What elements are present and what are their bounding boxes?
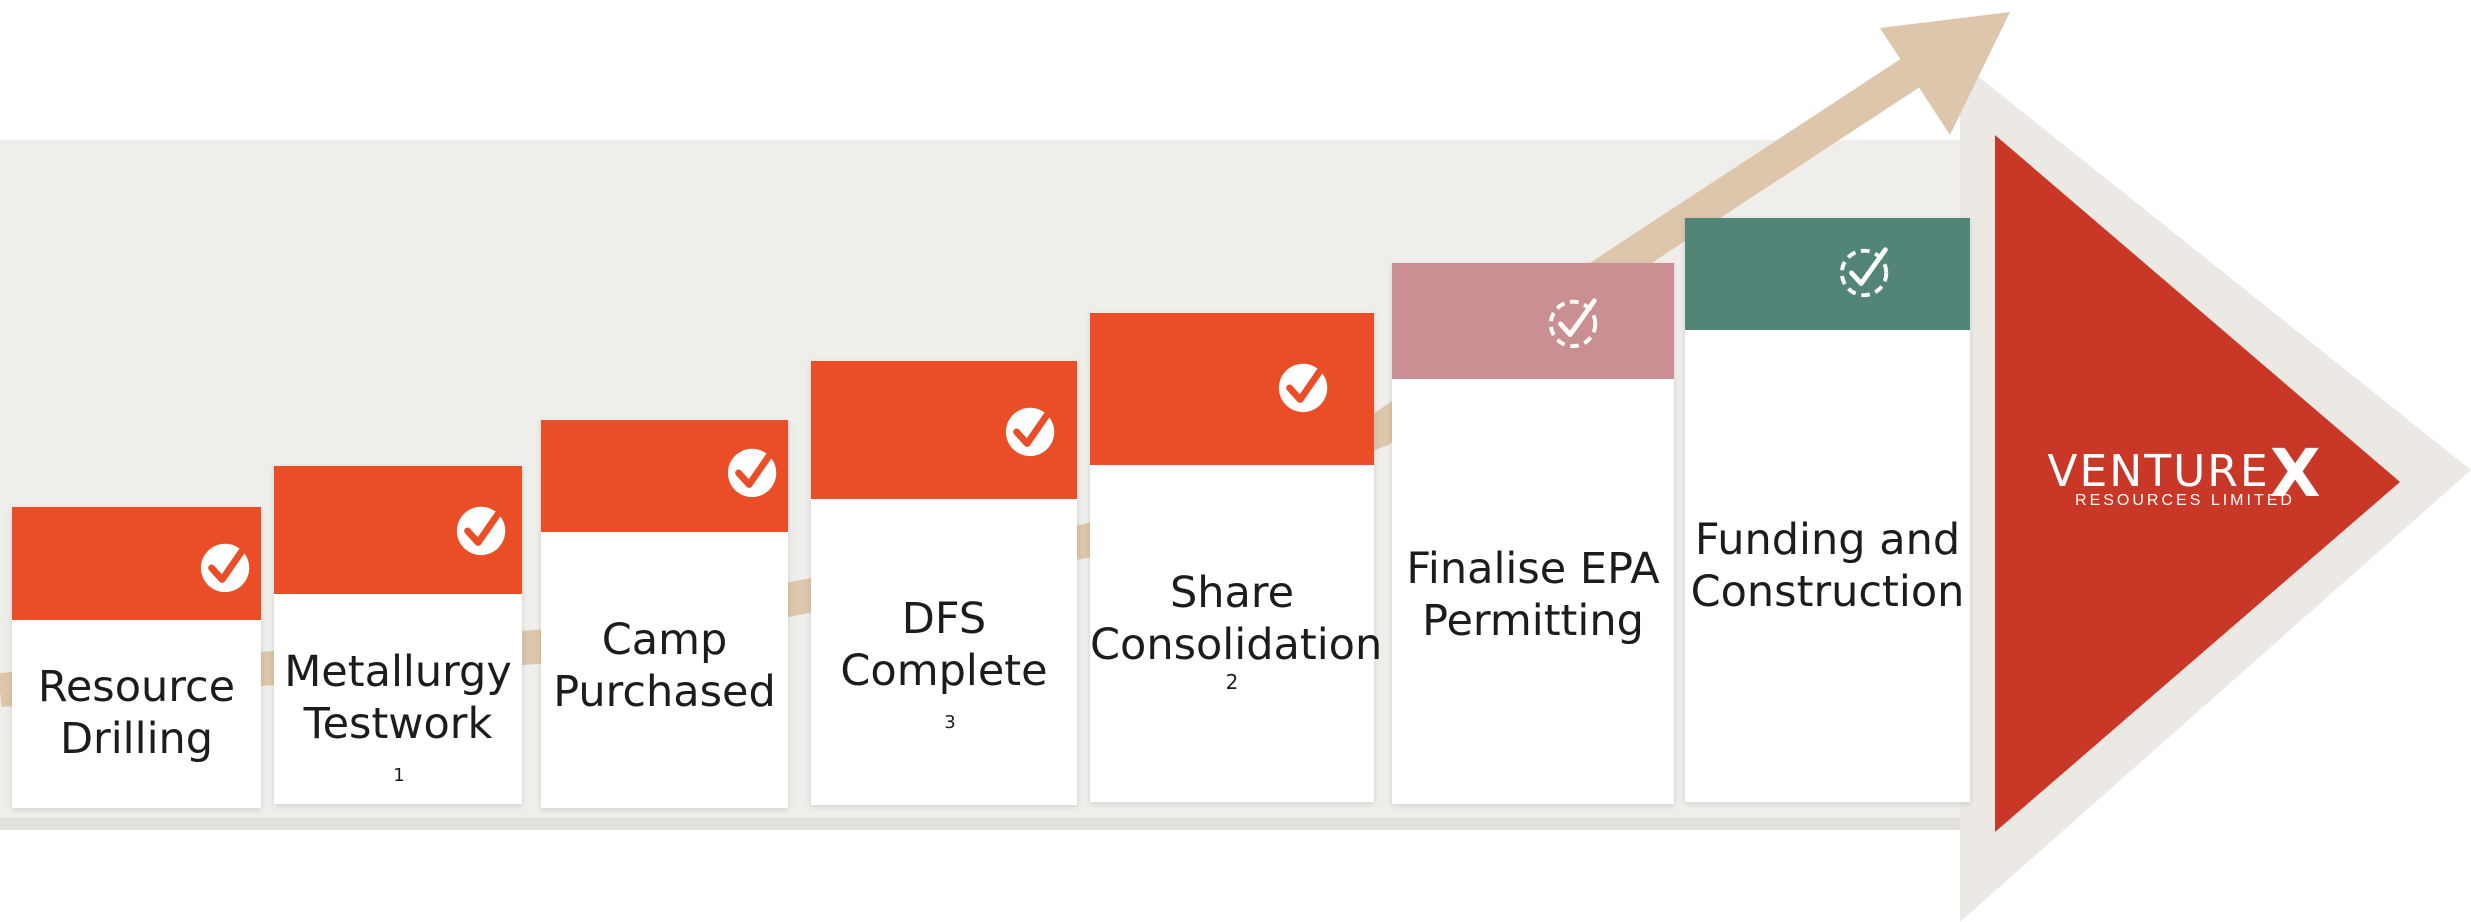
- footnote-marker: 1: [393, 765, 405, 786]
- trend-arrow-head: [1880, 12, 2010, 135]
- step-camp-purchased: Camp Purchased: [541, 420, 788, 808]
- logo-wordmark: VENTUREX: [2047, 435, 2323, 512]
- step-label: Share Consolidation 2: [1090, 567, 1383, 694]
- step-status-band: [1392, 263, 1674, 379]
- arrow-head-red: [1995, 135, 2400, 832]
- dashed-check-icon: [1839, 247, 1889, 298]
- step-status-band: [1685, 218, 1970, 330]
- step-label-line1: Camp: [601, 615, 728, 665]
- step-label: Camp Purchased: [541, 614, 788, 718]
- venturex-logo: VENTUREX RESOURCES LIMITED: [2010, 435, 2360, 512]
- check-circle-icon: [1278, 361, 1328, 413]
- step-label-line2: Permitting: [1422, 596, 1644, 646]
- step-label-line2: Purchased: [553, 667, 776, 717]
- step-label-line1: Share: [1169, 568, 1295, 618]
- step-label: Finalise EPA Permitting: [1392, 543, 1674, 647]
- step-label-line1: Funding and: [1694, 515, 1961, 565]
- step-resource-drilling: Resource Drilling: [12, 507, 261, 808]
- step-finalise-epa-permitting: Finalise EPA Permitting: [1392, 263, 1674, 804]
- step-label: Resource Drilling: [12, 661, 261, 765]
- step-label-line2: Consolidation: [1090, 620, 1383, 670]
- logo-x-mark: X: [2269, 435, 2323, 512]
- step-label-line2: Construction: [1690, 567, 1965, 617]
- step-label-line2: Drilling: [59, 714, 214, 764]
- dashed-check-icon: [1548, 298, 1598, 349]
- footnote-marker: 2: [1225, 670, 1239, 694]
- panel-shadow: [0, 818, 1990, 830]
- step-label-line1: Resource: [37, 662, 236, 712]
- step-share-consolidation: Share Consolidation 2: [1090, 313, 1383, 802]
- footnote-marker: 3: [944, 712, 956, 733]
- check-circle-icon: [456, 504, 506, 556]
- check-circle-icon: [1005, 405, 1055, 457]
- step-label-line1: DFS: [901, 594, 987, 644]
- logo-subtitle: RESOURCES LIMITED: [2075, 492, 2295, 509]
- step-label: Funding and Construction: [1685, 514, 1970, 618]
- step-label-line1: Metallurgy: [284, 647, 512, 697]
- step-funding-and-construction: Funding and Construction: [1685, 218, 1970, 802]
- check-circle-icon: [727, 446, 777, 498]
- check-circle-icon: [200, 541, 250, 593]
- step-label-line1: Finalise EPA: [1406, 544, 1660, 594]
